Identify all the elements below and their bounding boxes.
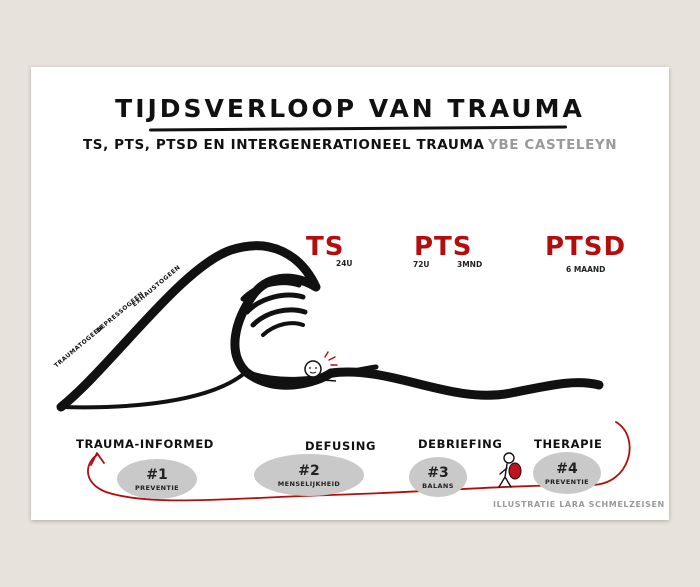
arrow-head-icon (90, 452, 105, 466)
phase-pts-duration-1: 72U (413, 260, 430, 269)
step-1: #1 PREVENTIE (117, 459, 197, 499)
illustration-credit: ILLUSTRATIE LARA SCHMELZEISEN (493, 500, 665, 509)
phase-ts: TS (306, 232, 345, 262)
stage-therapie: THERAPIE (534, 437, 603, 451)
poster-subtitle: TS, PTS, PTSD EN INTERGENERATIONEEL TRAU… (83, 137, 485, 153)
phase-pts: PTS (414, 232, 473, 262)
wave-curl (240, 280, 302, 302)
step-4: #4 PREVENTIE (533, 452, 601, 494)
step-2: #2 MENSELIJKHEID (254, 454, 364, 496)
step-4-label: PREVENTIE (544, 477, 589, 486)
poster-title: TIJDSVERLOOP VAN TRAUMA (115, 94, 585, 123)
hiker-figure (498, 452, 522, 488)
wave-crest (56, 241, 604, 412)
step-2-number: #2 (298, 462, 320, 479)
step-4-number: #4 (556, 460, 578, 477)
stage-defusing: DEFUSING (305, 439, 377, 453)
wave-inner-line (243, 364, 379, 382)
surfer-figure (304, 351, 338, 383)
poster-card: TIJDSVERLOOP VAN TRAUMA TS, PTS, PTSD EN… (31, 67, 669, 520)
stage-trauma-informed: TRAUMA-INFORMED (76, 437, 214, 451)
step-3: #3 BALANS (409, 457, 467, 497)
wave-illustration (56, 241, 631, 502)
phase-pts-duration-2: 3MND (457, 260, 483, 269)
phase-ptsd-duration: 6 MAAND (566, 265, 606, 274)
wave-base-line (59, 370, 248, 410)
step-1-number: #1 (146, 466, 168, 483)
author-name: YBE CASTELEYN (488, 137, 618, 153)
stage-debriefing: DEBRIEFING (418, 437, 503, 451)
step-1-label: PREVENTIE (134, 483, 179, 492)
cycle-arrow (87, 421, 631, 502)
step-3-number: #3 (427, 464, 449, 481)
step-3-label: BALANS (422, 481, 454, 490)
phase-ptsd: PTSD (545, 232, 627, 262)
phase-ts-duration: 24U (336, 259, 353, 268)
step-2-label: MENSELIJKHEID (277, 479, 341, 488)
